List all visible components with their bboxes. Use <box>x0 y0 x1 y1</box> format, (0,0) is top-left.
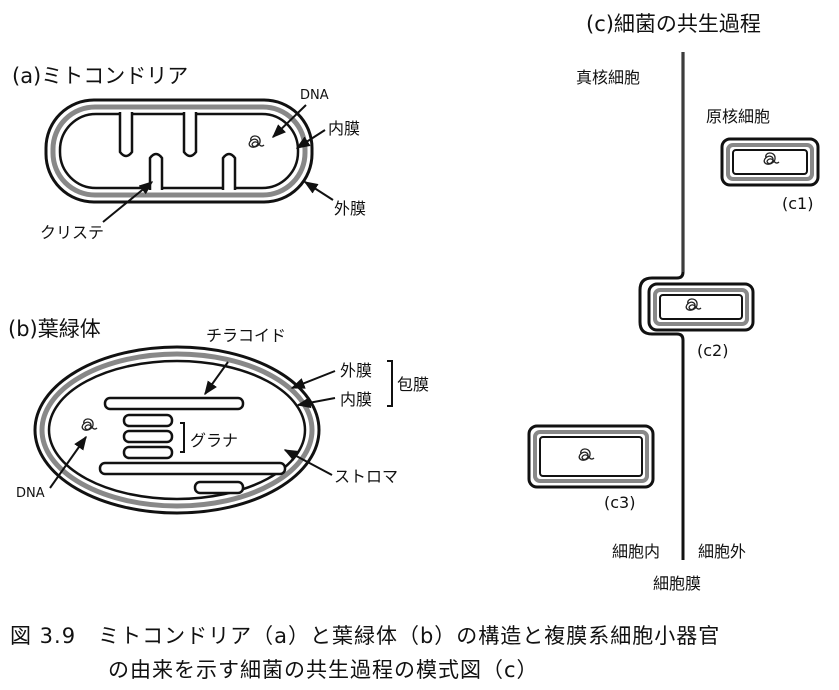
arrow-chloro-outer <box>290 370 336 389</box>
stroma-label: ストロマ <box>334 467 399 486</box>
arrow-thylakoid <box>204 361 229 396</box>
cell-membrane-label: 細胞膜 <box>653 574 702 593</box>
arrow-mito-outer <box>303 181 334 201</box>
mitochondrion <box>44 98 314 204</box>
panel-c-title: (c)細菌の共生過程 <box>586 12 761 36</box>
c3-label: (c3) <box>604 493 636 512</box>
intracellular-label: 細胞内 <box>612 542 661 561</box>
extracellular-label: 細胞外 <box>698 542 747 561</box>
chloroplast <box>33 345 321 515</box>
mito-dna-label: DNA <box>300 88 329 103</box>
envelope-label: 包膜 <box>397 375 430 394</box>
caption-line-2: の由来を示す細菌の共生過程の模式図（c） <box>108 658 539 682</box>
chloro-dna-label: DNA <box>16 486 45 501</box>
bacterium-c1 <box>720 137 820 187</box>
mito-inner-membrane-label: 内膜 <box>328 119 361 138</box>
arrow-cristae <box>102 181 154 223</box>
prokaryote-label: 原核細胞 <box>706 107 771 126</box>
arrow-stroma <box>283 449 333 476</box>
chloro-outer-membrane-label: 外膜 <box>340 361 373 380</box>
bacterium-c2 <box>647 282 755 332</box>
arrow-chloro-dna <box>49 435 87 489</box>
c2-label: (c2) <box>697 341 729 360</box>
chloro-inner-membrane-label: 内膜 <box>340 390 373 409</box>
grana-bracket <box>180 422 185 453</box>
cell-membrane-line <box>638 52 685 560</box>
panel-a-title: (a)ミトコンドリア <box>12 64 189 88</box>
grana-label: グラナ <box>190 431 239 450</box>
bacterium-c3 <box>527 424 655 489</box>
cristae-top <box>118 112 198 158</box>
arrow-mito-inner <box>295 129 326 149</box>
eukaryote-label: 真核細胞 <box>576 68 641 87</box>
caption-line-1: 図 3.9 ミトコンドリア（a）と葉緑体（b）の構造と複膜系細胞小器官 <box>10 624 721 648</box>
thylakoid-label: チラコイド <box>206 326 287 345</box>
mito-outer-membrane-label: 外膜 <box>334 199 367 218</box>
thylakoid-stack <box>98 396 287 495</box>
panel-b-title: (b)葉緑体 <box>8 317 101 341</box>
arrow-chloro-inner <box>296 397 336 409</box>
c1-label: (c1) <box>782 194 814 213</box>
envelope-bracket <box>387 360 393 407</box>
cristae-label: クリステ <box>40 223 105 242</box>
cristae-bottom <box>148 152 237 190</box>
arrow-mito-dna <box>271 104 307 138</box>
